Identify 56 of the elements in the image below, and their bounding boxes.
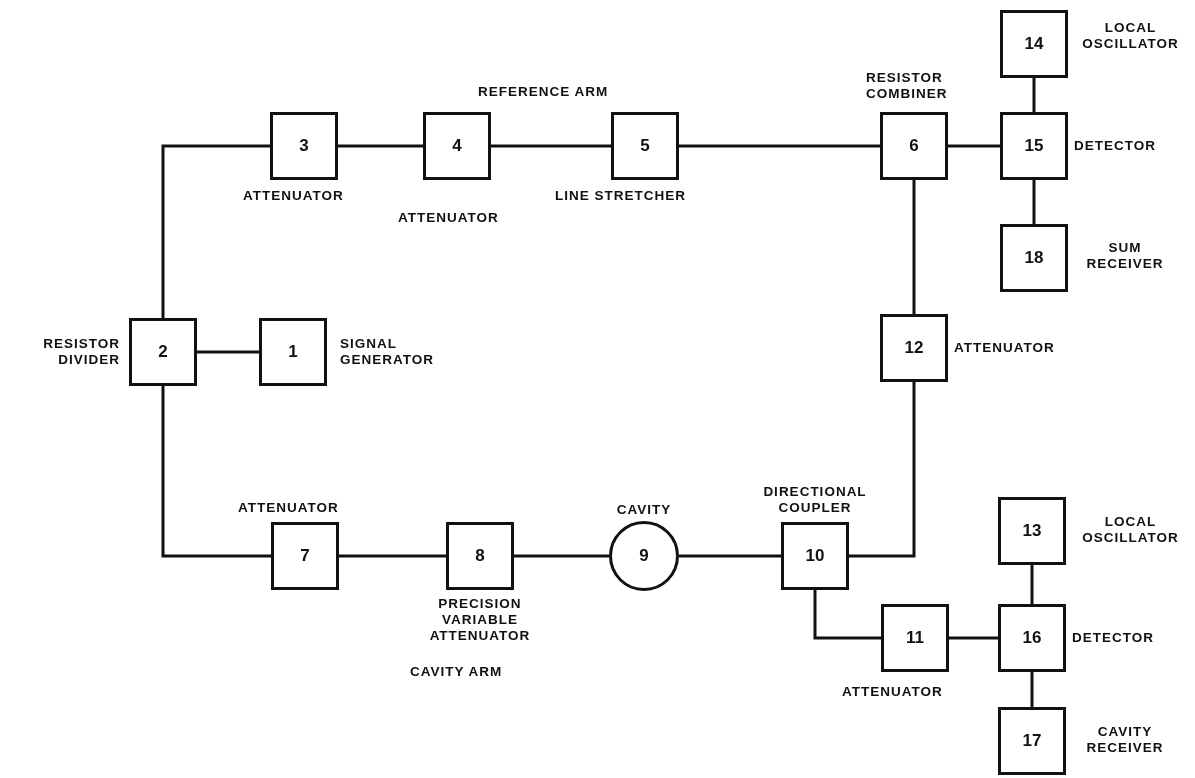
connector-line — [491, 144, 611, 148]
connector-line — [912, 180, 916, 314]
component-box: 2 — [129, 318, 197, 386]
component-label: PRECISION VARIABLE ATTENUATOR — [428, 596, 532, 644]
component-box: 3 — [270, 112, 338, 180]
connector-line — [679, 144, 880, 148]
section-label: CAVITY ARM — [410, 664, 503, 680]
component-label: ATTENUATOR — [398, 210, 500, 226]
component-label: SIGNAL GENERATOR — [340, 336, 435, 368]
component-box: 10 — [781, 522, 849, 590]
connector-line — [948, 144, 1000, 148]
connector-line — [339, 554, 446, 558]
component-label: CAVITY RECEIVER — [1085, 724, 1165, 756]
connector-line — [197, 350, 259, 354]
connector-line — [1030, 672, 1034, 707]
component-label: ATTENUATOR — [954, 340, 1056, 356]
component-label: DIRECTIONAL COUPLER — [762, 484, 868, 516]
connector-line — [338, 144, 423, 148]
component-box: 12 — [880, 314, 948, 382]
connector-line — [679, 554, 781, 558]
component-label: DETECTOR — [1074, 138, 1157, 154]
component-box: 17 — [998, 707, 1066, 775]
component-box: 18 — [1000, 224, 1068, 292]
component-box: 5 — [611, 112, 679, 180]
component-label: SUM RECEIVER — [1085, 240, 1165, 272]
connector-line — [849, 382, 916, 558]
component-box: 11 — [881, 604, 949, 672]
component-label: ATTENUATOR — [243, 188, 345, 204]
component-label: LINE STRETCHER — [555, 188, 687, 204]
connector-line — [1032, 180, 1036, 224]
component-label: LOCAL OSCILLATOR — [1081, 514, 1180, 546]
section-label: REFERENCE ARM — [478, 84, 609, 100]
connector-line — [813, 590, 881, 640]
component-box: 7 — [271, 522, 339, 590]
component-label: LOCAL OSCILLATOR — [1081, 20, 1180, 52]
component-box: 1 — [259, 318, 327, 386]
component-box: 15 — [1000, 112, 1068, 180]
component-label: RESISTOR COMBINER — [866, 70, 949, 102]
connector-line — [949, 636, 998, 640]
component-label: CAVITY — [615, 502, 673, 518]
component-label: DETECTOR — [1072, 630, 1155, 646]
component-box: 4 — [423, 112, 491, 180]
cavity-circle: 9 — [609, 521, 679, 591]
component-label: ATTENUATOR — [842, 684, 944, 700]
component-box: 6 — [880, 112, 948, 180]
component-box: 8 — [446, 522, 514, 590]
component-box: 14 — [1000, 10, 1068, 78]
connector-line — [161, 386, 271, 558]
component-box: 13 — [998, 497, 1066, 565]
connector-line — [161, 144, 270, 318]
component-box: 16 — [998, 604, 1066, 672]
component-label: RESISTOR DIVIDER — [42, 336, 120, 368]
connector-line — [1032, 78, 1036, 112]
connector-line — [514, 554, 609, 558]
component-label: ATTENUATOR — [238, 500, 340, 516]
connector-line — [1030, 565, 1034, 604]
